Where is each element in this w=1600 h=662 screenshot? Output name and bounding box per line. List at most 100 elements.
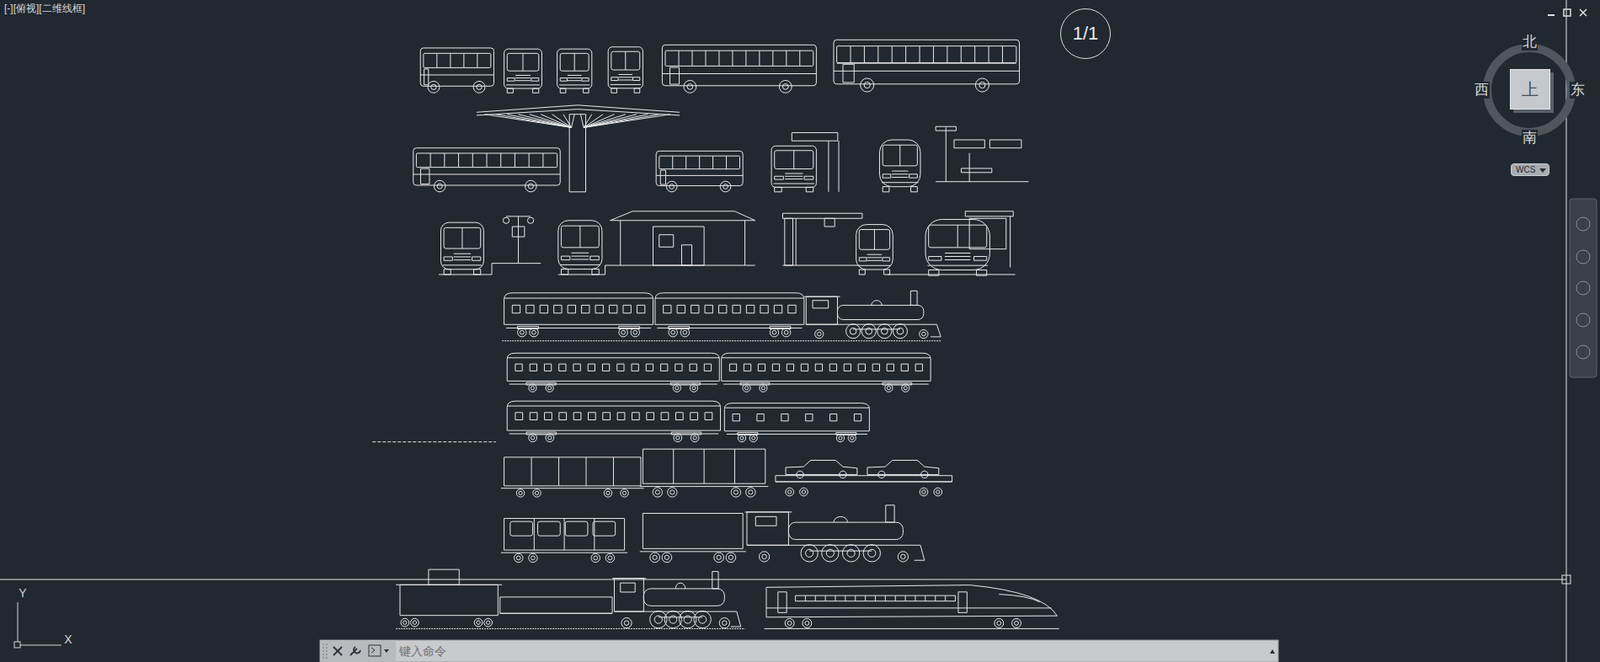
drawing-stroke [670,382,700,385]
drawing-stroke [829,363,837,371]
drawing-stroke [824,218,835,227]
drawing-stroke [658,616,703,618]
drawing-stroke [778,592,787,614]
drawing-stroke [891,173,908,175]
drawing-stroke [570,256,589,257]
drawing-stroke [559,84,590,86]
drawing-stroke [660,170,666,185]
settings-icon [350,646,361,656]
drawing-stroke [420,74,494,75]
drawing-stroke [885,505,895,523]
drawing-stroke [825,595,827,602]
drawing-stroke [833,516,848,523]
drawing-stroke [618,74,633,75]
drawing-stroke [860,78,875,92]
drawing-stroke [443,227,481,249]
drawing-stroke [583,114,648,128]
drawing-stroke [663,304,672,313]
drawing-stroke [560,225,599,248]
drawing-stroke [502,217,509,224]
drawing-stroke [746,304,754,313]
drawing-stroke [721,352,931,381]
drawing-stroke [655,490,660,495]
drawing-stroke [782,265,859,267]
drawing-stroke [515,77,531,79]
drawing-stroke [533,489,541,497]
drawing-stroke [726,433,868,435]
drawing-stroke [472,256,481,261]
drawing-stroke [812,300,829,309]
drawing-stroke [574,53,576,71]
drawing-stroke [704,412,713,421]
drawing-stroke [506,357,720,358]
drawing-stroke [838,140,840,192]
drawing-stroke [506,215,531,217]
drawing-stroke [973,256,987,262]
drawing-stroke [795,218,797,266]
drawing-stroke [395,584,502,586]
drawing-stroke [592,521,616,536]
drawing-stroke [608,47,643,89]
drawing-stroke [476,84,482,90]
drawing-stroke [927,265,987,267]
drawing-stroke [500,153,502,168]
drawing-stroke [496,114,572,128]
drawing-stroke [775,480,953,482]
drawing-stroke [656,327,802,329]
drawing-stroke [570,252,589,254]
minimize-icon [1547,14,1555,16]
drawing-stroke [837,304,923,320]
drawing-stroke [557,48,592,89]
dropdown-arrow [1539,168,1547,173]
drawing-stroke [930,324,941,337]
drawing-stroke [642,513,743,550]
drawing-stroke [928,256,942,262]
drawing-stroke [531,78,539,82]
drawing-stroke [858,257,867,262]
drawing-stroke [944,259,971,261]
drawing-stroke [802,618,812,628]
drawing-stroke [887,273,1015,275]
drawing-stroke [517,327,527,336]
drawing-stroke [830,414,838,422]
drawing-stroke [564,518,566,551]
drawing-stroke [925,219,990,271]
drawing-stroke [915,363,923,371]
drawing-stroke [805,620,810,625]
drawing-stroke [528,183,534,189]
drawing-stroke [740,382,770,385]
drawing-stroke [484,618,493,627]
drawing-stroke [687,84,694,91]
drawing-stroke [569,114,586,192]
drawing-stroke [458,153,459,168]
drawing-stroke [442,264,482,266]
command-bar [320,640,1279,662]
compass-letter: 北 [1521,33,1538,51]
drawing-stroke [781,327,790,336]
drawing-stroke [954,139,985,149]
drawing-stroke [565,521,588,536]
drawing-stroke [608,555,613,560]
drawing-stroke [833,70,1020,72]
drawing-stroke [440,222,484,270]
drawing-stroke [815,595,816,602]
drawing-stroke [670,490,675,495]
drawing-stroke [884,269,891,275]
drawing-stroke [583,88,590,93]
close-icon [333,646,342,656]
drawing-stroke [844,595,846,602]
drawing-stroke [799,50,800,66]
history-icon [1269,649,1275,654]
drawing-stroke [476,53,478,68]
drawing-stroke [476,620,480,624]
drawing-stroke [734,448,736,484]
drawing-stroke [472,153,474,168]
drawing-stroke [766,607,1051,608]
drawing-stroke [760,304,768,313]
drawing-stroke [420,48,494,86]
drawing-stroke [652,487,662,497]
drawing-stroke [609,304,618,313]
drawing-stroke [428,569,459,585]
